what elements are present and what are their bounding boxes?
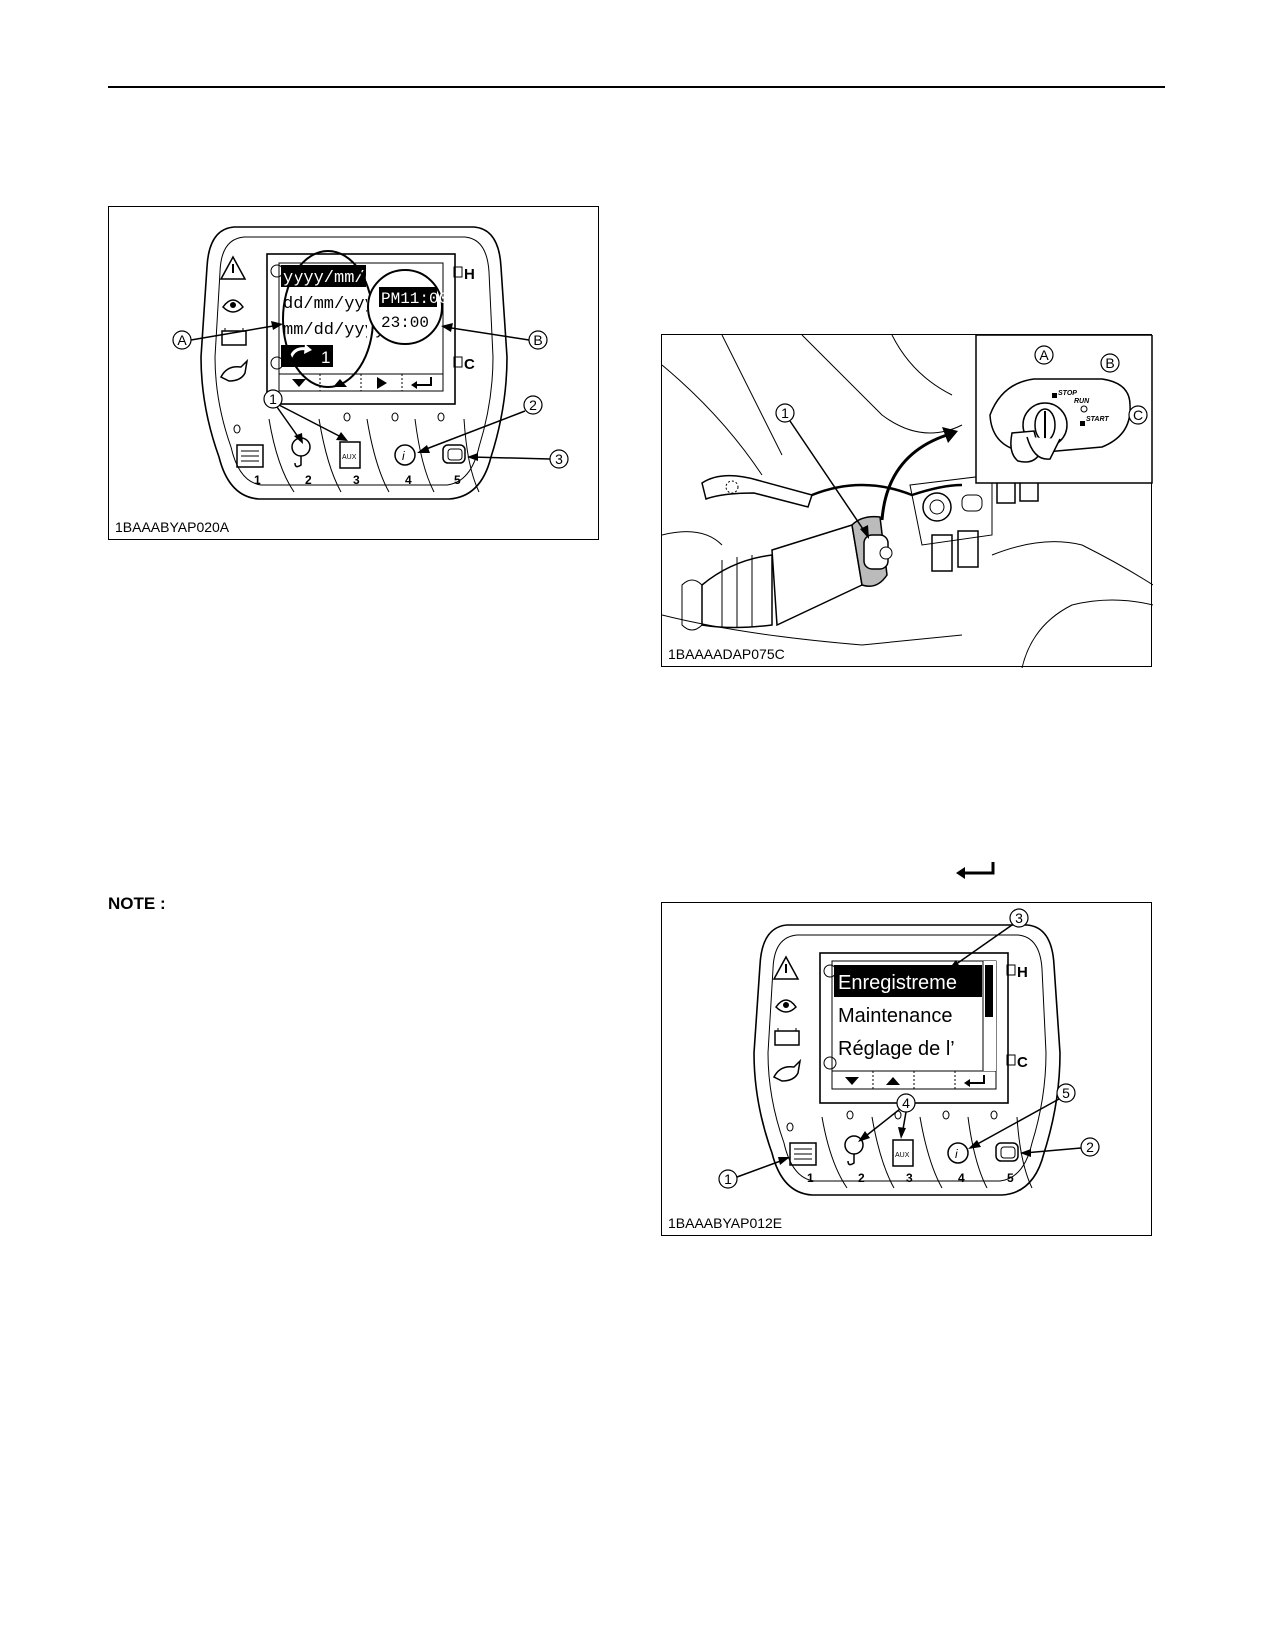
callout-b: B <box>1105 355 1114 371</box>
aux-icon: AUX <box>892 1139 914 1167</box>
button-number-3: 3 <box>353 473 360 487</box>
header-rule <box>108 86 1165 88</box>
callout-a: A <box>1039 347 1049 363</box>
figure-date-format: H C yyyy/mm/dd dd/mm/yyyy mm/dd/yyyy 1 P… <box>108 206 599 540</box>
arrow-down-icon <box>292 379 306 387</box>
key-position-stop: STOP <box>1058 390 1077 397</box>
callout-1: 1 <box>724 1171 732 1187</box>
arrow-up-icon <box>886 1077 900 1085</box>
note-label: NOTE : <box>108 894 166 913</box>
hare-speed-icon <box>772 1058 802 1082</box>
side-letter-h: H <box>1017 964 1028 981</box>
hook-icon <box>844 1135 864 1166</box>
hook-icon <box>291 437 311 468</box>
oil-pressure-icon <box>775 999 797 1013</box>
callout-2: 2 <box>529 397 537 413</box>
callout-a: A <box>177 332 187 348</box>
hare-speed-icon <box>219 358 249 382</box>
side-letter-c: C <box>1017 1054 1028 1071</box>
callout-c: C <box>1133 407 1143 423</box>
button-number-1: 1 <box>807 1171 814 1185</box>
battery-icon <box>221 328 247 346</box>
callout-4: 4 <box>902 1095 910 1111</box>
aux-label: AUX <box>895 1152 910 1159</box>
figure-caption: 1BAAAADAP075C <box>668 646 785 662</box>
camera-icon <box>995 1142 1019 1162</box>
figure-menu-screen: H C Enregistreme Maintenance Réglage de … <box>661 902 1152 1236</box>
date-format-line-2: dd/mm/yyyy <box>283 295 385 314</box>
scrollbar[interactable] <box>985 965 993 1017</box>
side-letter-h: H <box>464 266 475 283</box>
menu-icon <box>789 1142 817 1166</box>
camera-icon <box>442 444 466 464</box>
callout-1: 1 <box>781 405 789 421</box>
button-number-1: 1 <box>254 473 261 487</box>
warning-icon <box>772 955 800 980</box>
time-line-1: PM11:00 <box>381 290 448 308</box>
back-number: 1 <box>321 348 330 367</box>
button-number-4: 4 <box>958 1171 965 1185</box>
time-line-2: 23:00 <box>381 314 429 332</box>
side-letter-c: C <box>464 356 475 373</box>
key-position-run: RUN <box>1074 398 1090 405</box>
figure-key-switch: STOP RUN START A B C 1 1BAAAADAP075C <box>661 334 1153 668</box>
menu-item-3: Réglage de l’ <box>838 1038 955 1060</box>
figure-caption: 1BAAABYAP012E <box>668 1215 783 1231</box>
callout-3: 3 <box>555 451 563 467</box>
enter-icon <box>956 862 995 879</box>
aux-label: AUX <box>342 454 357 461</box>
enter-icon <box>411 377 432 389</box>
menu-item-2: Maintenance <box>838 1005 953 1027</box>
svg-text:i: i <box>402 449 405 463</box>
button-number-5: 5 <box>454 473 461 487</box>
key-position-start: START <box>1086 416 1109 423</box>
callout-5: 5 <box>1062 1085 1070 1101</box>
callout-b: B <box>533 332 542 348</box>
menu-item-1: Enregistreme <box>838 972 957 994</box>
callout-2: 2 <box>1086 1139 1094 1155</box>
button-number-2: 2 <box>305 473 312 487</box>
menu-icon <box>236 444 264 468</box>
info-icon: i <box>394 444 416 466</box>
date-format-line-3: mm/dd/yyyy <box>283 321 385 340</box>
warning-icon <box>219 255 247 280</box>
button-number-3: 3 <box>906 1171 913 1185</box>
battery-icon <box>774 1028 800 1046</box>
button-number-4: 4 <box>405 473 412 487</box>
enter-icon <box>964 1075 985 1087</box>
callout-3: 3 <box>1015 910 1023 926</box>
figure-caption: 1BAAABYAP020A <box>115 519 230 535</box>
button-number-2: 2 <box>858 1171 865 1185</box>
callout-1: 1 <box>269 391 277 407</box>
arrow-right-icon <box>377 377 387 389</box>
info-icon: i <box>947 1142 969 1164</box>
oil-pressure-icon <box>222 299 244 313</box>
date-format-line-1: yyyy/mm/dd <box>283 269 385 288</box>
svg-text:i: i <box>955 1147 958 1161</box>
arrow-down-icon <box>845 1077 859 1085</box>
button-number-5: 5 <box>1007 1171 1014 1185</box>
aux-icon: AUX <box>339 441 361 469</box>
